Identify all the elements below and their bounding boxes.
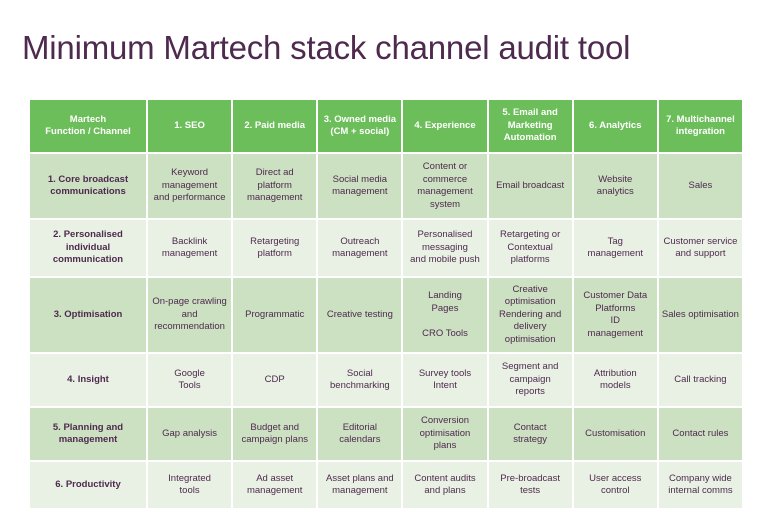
- cell-r2-owned-media: Outreach management: [318, 220, 402, 277]
- cell-r5-experience: Conversion optimisation plans: [403, 408, 487, 461]
- cell-r2-multichannel: Customer service and support: [658, 220, 742, 277]
- cell-r1-multichannel: Sales: [658, 154, 742, 219]
- cell-r1-email: Email broadcast: [488, 154, 572, 219]
- row-label-optimisation: 3. Optimisation: [30, 278, 146, 353]
- cell-r5-seo: Gap analysis: [148, 408, 232, 461]
- cell-r2-analytics: Tag management: [573, 220, 657, 277]
- page-title: Minimum Martech stack channel audit tool: [22, 29, 631, 67]
- row-label-core-broadcast: 1. Core broadcast communications: [30, 154, 146, 219]
- cell-r3-email: Creative optimisation Rendering and deli…: [488, 278, 572, 353]
- table-body: 1. Core broadcast communications Keyword…: [30, 154, 742, 509]
- cell-r6-experience: Content audits and plans: [403, 462, 487, 509]
- cell-r4-owned-media: Social benchmarking: [318, 354, 402, 407]
- column-header-seo: 1. SEO: [148, 100, 232, 153]
- cell-r1-owned-media: Social media management: [318, 154, 402, 219]
- table-row: 2. Personalised individual communication…: [30, 220, 742, 277]
- cell-r6-multichannel: Company wide internal comms: [658, 462, 742, 509]
- cell-r6-email: Pre-broadcast tests: [488, 462, 572, 509]
- cell-r1-seo: Keyword management and performance: [148, 154, 232, 219]
- cell-r3-analytics: Customer Data Platforms ID management: [573, 278, 657, 353]
- cell-r2-email: Retargeting or Contextual platforms: [488, 220, 572, 277]
- cell-r4-seo: Google Tools: [148, 354, 232, 407]
- table-row: 6. Productivity Integrated tools Ad asse…: [30, 462, 742, 509]
- cell-r6-analytics: User access control: [573, 462, 657, 509]
- cell-r6-owned-media: Asset plans and management: [318, 462, 402, 509]
- table-header: Martech Function / Channel 1. SEO 2. Pai…: [30, 100, 742, 153]
- cell-r3-seo: On-page crawling and recommendation: [148, 278, 232, 353]
- cell-r3-multichannel: Sales optimisation: [658, 278, 742, 353]
- column-header-multichannel-integration: 7. Multichannel integration: [658, 100, 742, 153]
- cell-r1-paid-media: Direct ad platform management: [233, 154, 317, 219]
- row-label-insight: 4. Insight: [30, 354, 146, 407]
- cell-r5-owned-media: Editorial calendars: [318, 408, 402, 461]
- cell-r3-owned-media: Creative testing: [318, 278, 402, 353]
- table-container: Martech Function / Channel 1. SEO 2. Pai…: [0, 92, 768, 510]
- cell-r4-email: Segment and campaign reports: [488, 354, 572, 407]
- cell-r1-experience: Content or commerce management system: [403, 154, 487, 219]
- table-row: 5. Planning and management Gap analysis …: [30, 408, 742, 461]
- cell-r2-experience: Personalised messaging and mobile push: [403, 220, 487, 277]
- column-header-owned-media: 3. Owned media (CM + social): [318, 100, 402, 153]
- cell-r2-seo: Backlink management: [148, 220, 232, 277]
- martech-audit-table: Martech Function / Channel 1. SEO 2. Pai…: [28, 98, 744, 510]
- cell-r6-seo: Integrated tools: [148, 462, 232, 509]
- cell-r4-analytics: Attribution models: [573, 354, 657, 407]
- column-header-experience: 4. Experience: [403, 100, 487, 153]
- cell-r4-paid-media: CDP: [233, 354, 317, 407]
- table-row: 4. Insight Google Tools CDP Social bench…: [30, 354, 742, 407]
- row-label-personalised-individual: 2. Personalised individual communication: [30, 220, 146, 277]
- cell-r3-paid-media: Programmatic: [233, 278, 317, 353]
- cell-r5-paid-media: Budget and campaign plans: [233, 408, 317, 461]
- header-row: Martech Function / Channel 1. SEO 2. Pai…: [30, 100, 742, 153]
- column-header-paid-media: 2. Paid media: [233, 100, 317, 153]
- cell-r4-experience: Survey tools Intent: [403, 354, 487, 407]
- table-row: 1. Core broadcast communications Keyword…: [30, 154, 742, 219]
- cell-r1-analytics: Website analytics: [573, 154, 657, 219]
- row-label-productivity: 6. Productivity: [30, 462, 146, 509]
- audit-tool-page: Minimum Martech stack channel audit tool…: [0, 22, 768, 509]
- column-header-email-marketing-automation: 5. Email and Marketing Automation: [488, 100, 572, 153]
- cell-r5-multichannel: Contact rules: [658, 408, 742, 461]
- column-header-function-channel: Martech Function / Channel: [30, 100, 146, 153]
- cell-r5-analytics: Customisation: [573, 408, 657, 461]
- cell-r3-experience: Landing Pages CRO Tools: [403, 278, 487, 353]
- row-label-planning-management: 5. Planning and management: [30, 408, 146, 461]
- cell-r6-paid-media: Ad asset management: [233, 462, 317, 509]
- cell-r4-multichannel: Call tracking: [658, 354, 742, 407]
- cell-r5-email: Contact strategy: [488, 408, 572, 461]
- column-header-analytics: 6. Analytics: [573, 100, 657, 153]
- table-row: 3. Optimisation On-page crawling and rec…: [30, 278, 742, 353]
- cell-r2-paid-media: Retargeting platform: [233, 220, 317, 277]
